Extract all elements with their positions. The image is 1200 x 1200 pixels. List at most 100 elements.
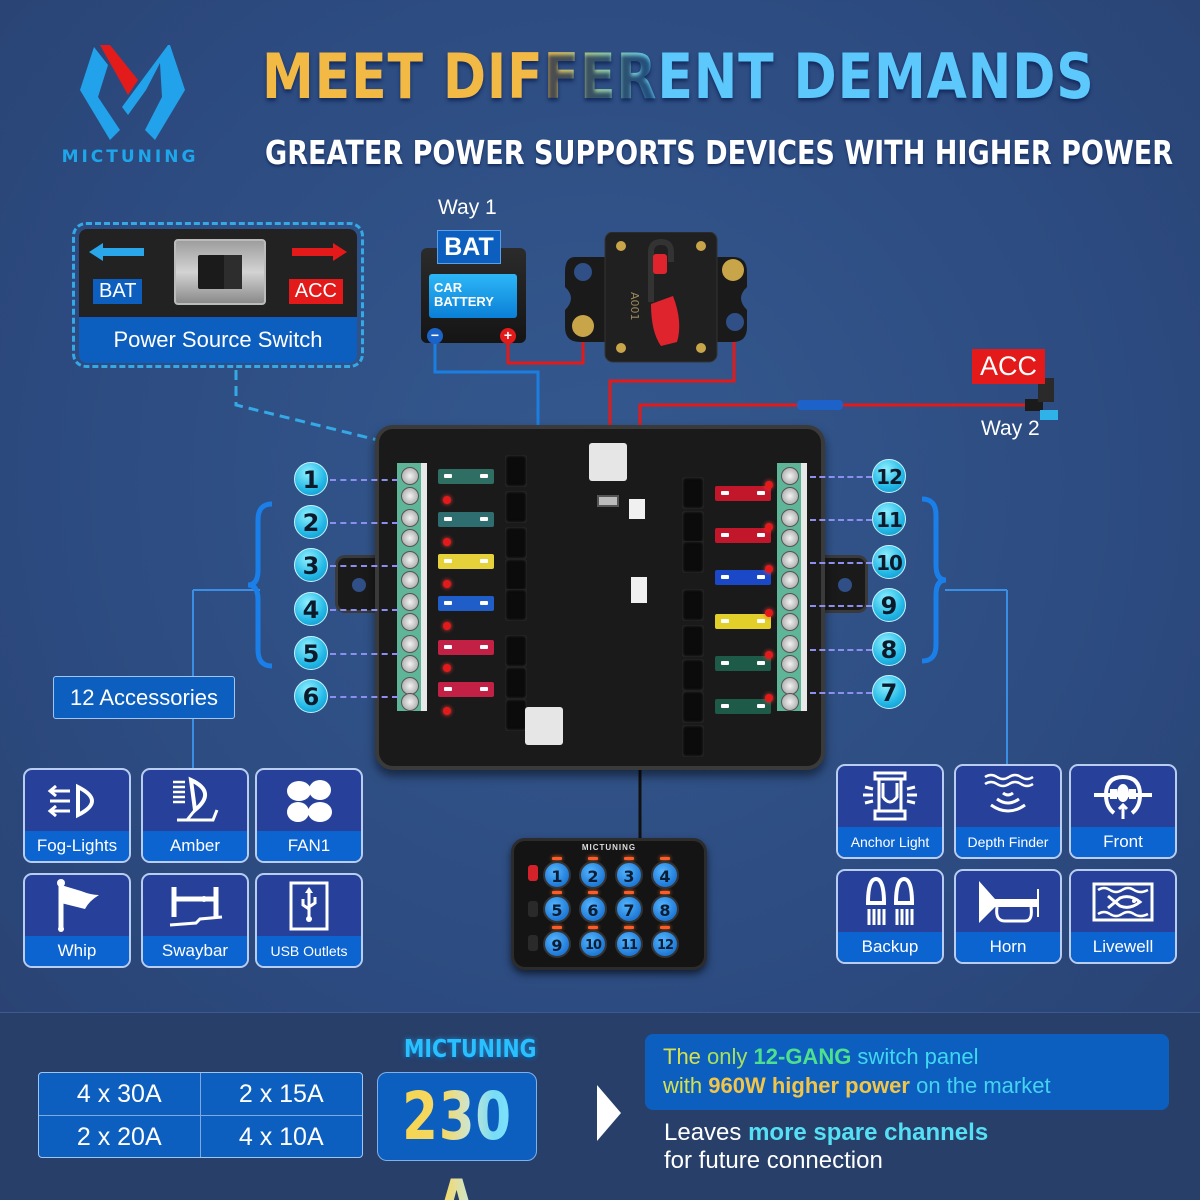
right-brace-icon: [921, 496, 946, 664]
fuse-5[interactable]: [438, 640, 494, 655]
accessory-front[interactable]: Front: [1069, 764, 1177, 859]
keypad-key-12[interactable]: 12: [651, 930, 679, 958]
power-source-switch-callout: BAT ACC Power Source Switch: [72, 222, 364, 368]
fog-lights-icon: [47, 783, 94, 818]
fuse-12[interactable]: [715, 486, 771, 501]
channel-badge-4: 4: [294, 592, 328, 626]
accessory-livewell[interactable]: Livewell: [1069, 869, 1177, 964]
total-amperage: 230 A: [377, 1072, 537, 1200]
keypad-key-2[interactable]: 2: [579, 861, 607, 889]
promo-box: The only 12-GANG switch panel with 960W …: [645, 1034, 1169, 1110]
accessories-label: 12 Accessories: [53, 676, 235, 719]
power-source-mini-switch[interactable]: [597, 495, 619, 507]
accessory-whip[interactable]: Whip: [23, 873, 131, 968]
fuse-11[interactable]: [715, 528, 771, 543]
usb-icon: [289, 881, 329, 930]
acc-label: ACC: [288, 279, 343, 304]
fuse-6[interactable]: [438, 682, 494, 697]
circuit-breaker-icon: A001: [565, 232, 747, 363]
channel-badge-5: 5: [294, 636, 328, 670]
accessory-anchor-light[interactable]: Anchor Light: [836, 764, 944, 859]
mode-button[interactable]: [528, 935, 538, 951]
accessory-swaybar[interactable]: Swaybar: [141, 873, 249, 968]
keypad-key-6[interactable]: 6: [579, 895, 607, 923]
fuse-9[interactable]: [715, 614, 771, 629]
channel-badge-8: 8: [872, 632, 906, 666]
arrow-left-icon: [89, 243, 144, 261]
fuse-2[interactable]: [438, 512, 494, 527]
future-connection-text: for future connection: [664, 1147, 883, 1174]
way2-label: Way 2: [981, 417, 1040, 440]
keypad-key-9[interactable]: 9: [543, 930, 571, 958]
left-brace-icon: [248, 501, 273, 669]
fuse-10[interactable]: [715, 570, 771, 585]
accessory-amber[interactable]: Amber: [141, 768, 249, 863]
terminal-strip-left: [397, 463, 427, 711]
brand-logo: MICTUNING: [50, 35, 210, 170]
terminal-strip-right: [777, 463, 807, 711]
accessory-fan1[interactable]: FAN1: [255, 768, 363, 863]
arrow-right-icon: [292, 243, 347, 261]
accessory-horn[interactable]: Horn: [954, 869, 1062, 964]
anchor-light-icon: [863, 771, 917, 820]
brand-name: MICTUNING: [61, 147, 199, 167]
keypad-key-7[interactable]: 7: [615, 895, 643, 923]
accessory-usb-outlets[interactable]: USB Outlets: [255, 873, 363, 968]
fuse-ratings-table: 4 x 30A 2 x 15A 2 x 20A 4 x 10A: [38, 1072, 363, 1158]
accessory-backup[interactable]: Backup: [836, 869, 944, 964]
channel-badge-1: 1: [294, 462, 328, 496]
livewell-fish-icon: [1092, 882, 1154, 921]
acc-connector: [629, 499, 645, 519]
acc-badge: ACC: [972, 349, 1046, 384]
brightness-button[interactable]: [528, 901, 538, 917]
keypad-key-1[interactable]: 1: [543, 861, 571, 889]
accessory-fog-lights[interactable]: Fog-Lights: [23, 768, 131, 863]
fuse-1[interactable]: [438, 469, 494, 484]
mounting-ear-right: [820, 555, 868, 613]
keypad-key-5[interactable]: 5: [543, 895, 571, 923]
fuse-rating-cell: 4 x 30A: [39, 1073, 201, 1116]
spare-channels-text: Leaves more spare channels: [664, 1119, 989, 1146]
backup-lights-icon: [865, 876, 915, 925]
fuse-rating-cell: 4 x 10A: [238, 1123, 324, 1151]
positive-terminal-icon: +: [500, 328, 516, 344]
negative-stud: [525, 707, 563, 745]
bat-label: BAT: [93, 279, 143, 304]
fuse-8[interactable]: [715, 656, 771, 671]
m-logo-icon: [80, 45, 185, 140]
accessory-depth-finder[interactable]: Depth Finder: [954, 764, 1062, 859]
channel-badge-3: 3: [294, 548, 328, 582]
keypad-key-3[interactable]: 3: [615, 861, 643, 889]
fuse-box: [375, 425, 825, 770]
fuse-rating-cell: 2 x 20A: [39, 1116, 201, 1157]
page-title: MEET DIFFERENT DEMANDS: [262, 40, 1095, 113]
amber-light-icon: [173, 776, 219, 821]
fuse-rating-cell: 2 x 15A: [200, 1073, 362, 1116]
switch-panel-keypad: MICTUNING 1 2 3 4 5 6 7 8 9 10 11 12: [511, 838, 707, 970]
positive-stud: [589, 443, 627, 481]
channel-badge-2: 2: [294, 505, 328, 539]
fuse-4[interactable]: [438, 596, 494, 611]
keypad-key-10[interactable]: 10: [579, 930, 607, 958]
play-arrow-icon: [597, 1085, 621, 1141]
channel-badge-6: 6: [294, 679, 328, 713]
channel-badge-7: 7: [872, 675, 906, 709]
keypad-connector: [631, 577, 647, 603]
keypad-key-4[interactable]: 4: [651, 861, 679, 889]
keypad-key-11[interactable]: 11: [615, 930, 643, 958]
specs-brand: MICTUNING: [404, 1034, 537, 1063]
fuse-7[interactable]: [715, 699, 771, 714]
fan-icon: [287, 779, 332, 822]
power-source-slider[interactable]: [174, 239, 266, 305]
keypad-key-8[interactable]: 8: [651, 895, 679, 923]
channel-badge-12: 12: [872, 459, 906, 493]
depth-finder-icon: [984, 773, 1034, 812]
power-source-caption: Power Source Switch: [79, 317, 357, 363]
fuse-3[interactable]: [438, 554, 494, 569]
power-button[interactable]: [528, 865, 538, 881]
page-subtitle: GREATER POWER SUPPORTS DEVICES WITH HIGH…: [265, 133, 1174, 172]
swaybar-icon: [169, 886, 223, 926]
horn-icon: [979, 880, 1039, 923]
